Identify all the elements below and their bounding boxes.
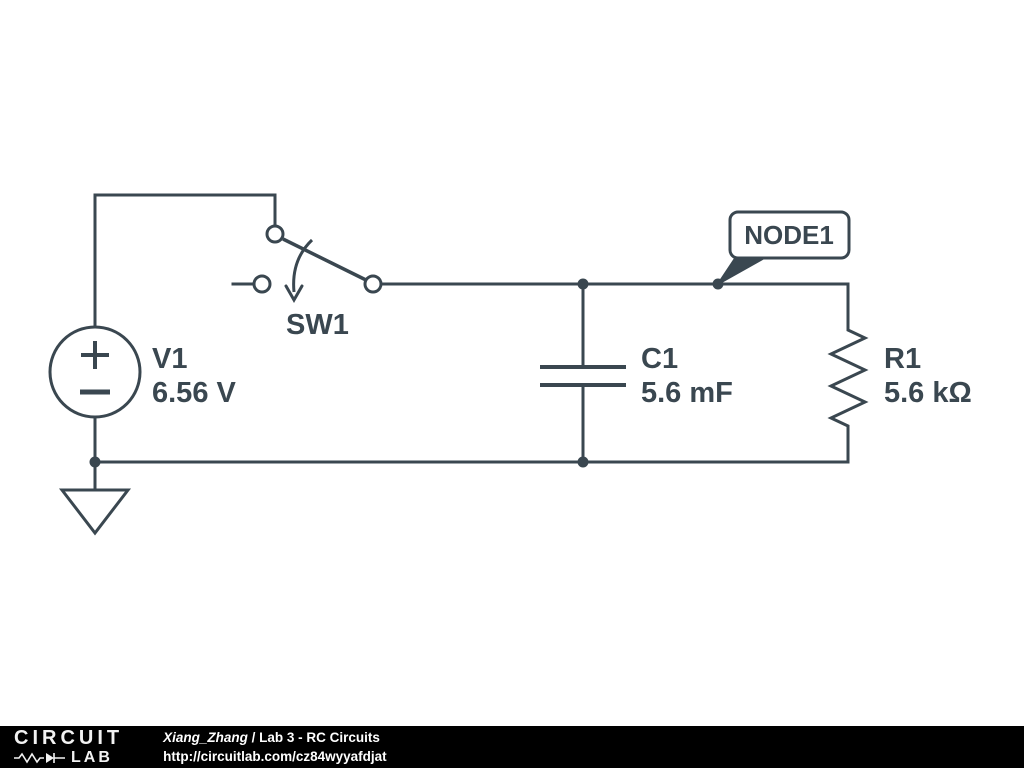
circuit-title: Lab 3 - RC Circuits — [259, 730, 380, 745]
node1-callout-box — [728, 210, 851, 260]
v1-value-label: 6.56 V — [152, 377, 236, 409]
author-name: Xiang_Zhang — [163, 730, 248, 745]
resistor-diode-icon — [14, 752, 65, 764]
sw1-name-label: SW1 — [286, 309, 349, 341]
switch-blade — [282, 237, 367, 282]
r1-name-label: R1 — [884, 343, 921, 375]
circuitlab-logo: CIRCUIT LAB — [14, 728, 123, 766]
component-switch-sw1[interactable]: SW1 — [252, 224, 383, 341]
ground-icon — [58, 488, 132, 536]
schematic-canvas: V1 6.56 V SW1 C1 5.6 mF R1 5.6 kΩ — [48, 193, 972, 536]
junction-dots — [89, 278, 724, 468]
switch-motion-arrow — [292, 238, 314, 293]
plus-icon — [81, 341, 109, 369]
component-ground[interactable] — [58, 462, 132, 536]
circuitlab-logo-text: CIRCUIT — [14, 727, 124, 749]
resistor-body — [827, 284, 869, 462]
voltage-source-body — [48, 325, 142, 419]
wire-source-to-switch — [93, 193, 277, 329]
node1-label: NODE1 — [744, 220, 834, 250]
component-capacitor-c1[interactable]: C1 5.6 mF — [540, 284, 733, 462]
c1-value-label: 5.6 mF — [641, 377, 733, 409]
component-voltage-source-v1[interactable]: V1 6.56 V — [48, 325, 236, 419]
junction-dot-cap-bottom — [577, 456, 589, 468]
junction-dot-cap-top — [577, 278, 589, 290]
r1-value-label: 5.6 kΩ — [884, 377, 972, 409]
footer-watermark-bar: CIRCUIT LAB Xiang_Zhang / Lab 3 - RC Cir… — [0, 726, 1024, 768]
credit-separator: / — [247, 730, 260, 745]
circuit-url: http://circuitlab.com/cz84wyyafdjat — [163, 749, 387, 764]
footer-credit-line: Xiang_Zhang / Lab 3 - RC Circuits — [163, 728, 387, 747]
switch-motion-arrowhead — [284, 284, 304, 304]
wires — [93, 193, 850, 464]
node1-callout[interactable]: NODE1 — [717, 210, 851, 285]
component-resistor-r1[interactable]: R1 5.6 kΩ — [827, 284, 972, 462]
footer-credits: Xiang_Zhang / Lab 3 - RC Circuits http:/… — [163, 728, 387, 766]
switch-terminal-right — [363, 274, 383, 294]
c1-name-label: C1 — [641, 343, 678, 375]
switch-terminal-top — [265, 224, 285, 244]
junction-dot-source-bottom — [89, 456, 101, 468]
switch-terminal-left — [252, 274, 272, 294]
v1-name-label: V1 — [152, 343, 187, 375]
circuitlab-logo-lab-text: LAB — [71, 749, 113, 766]
node1-callout-pointer — [717, 256, 770, 285]
